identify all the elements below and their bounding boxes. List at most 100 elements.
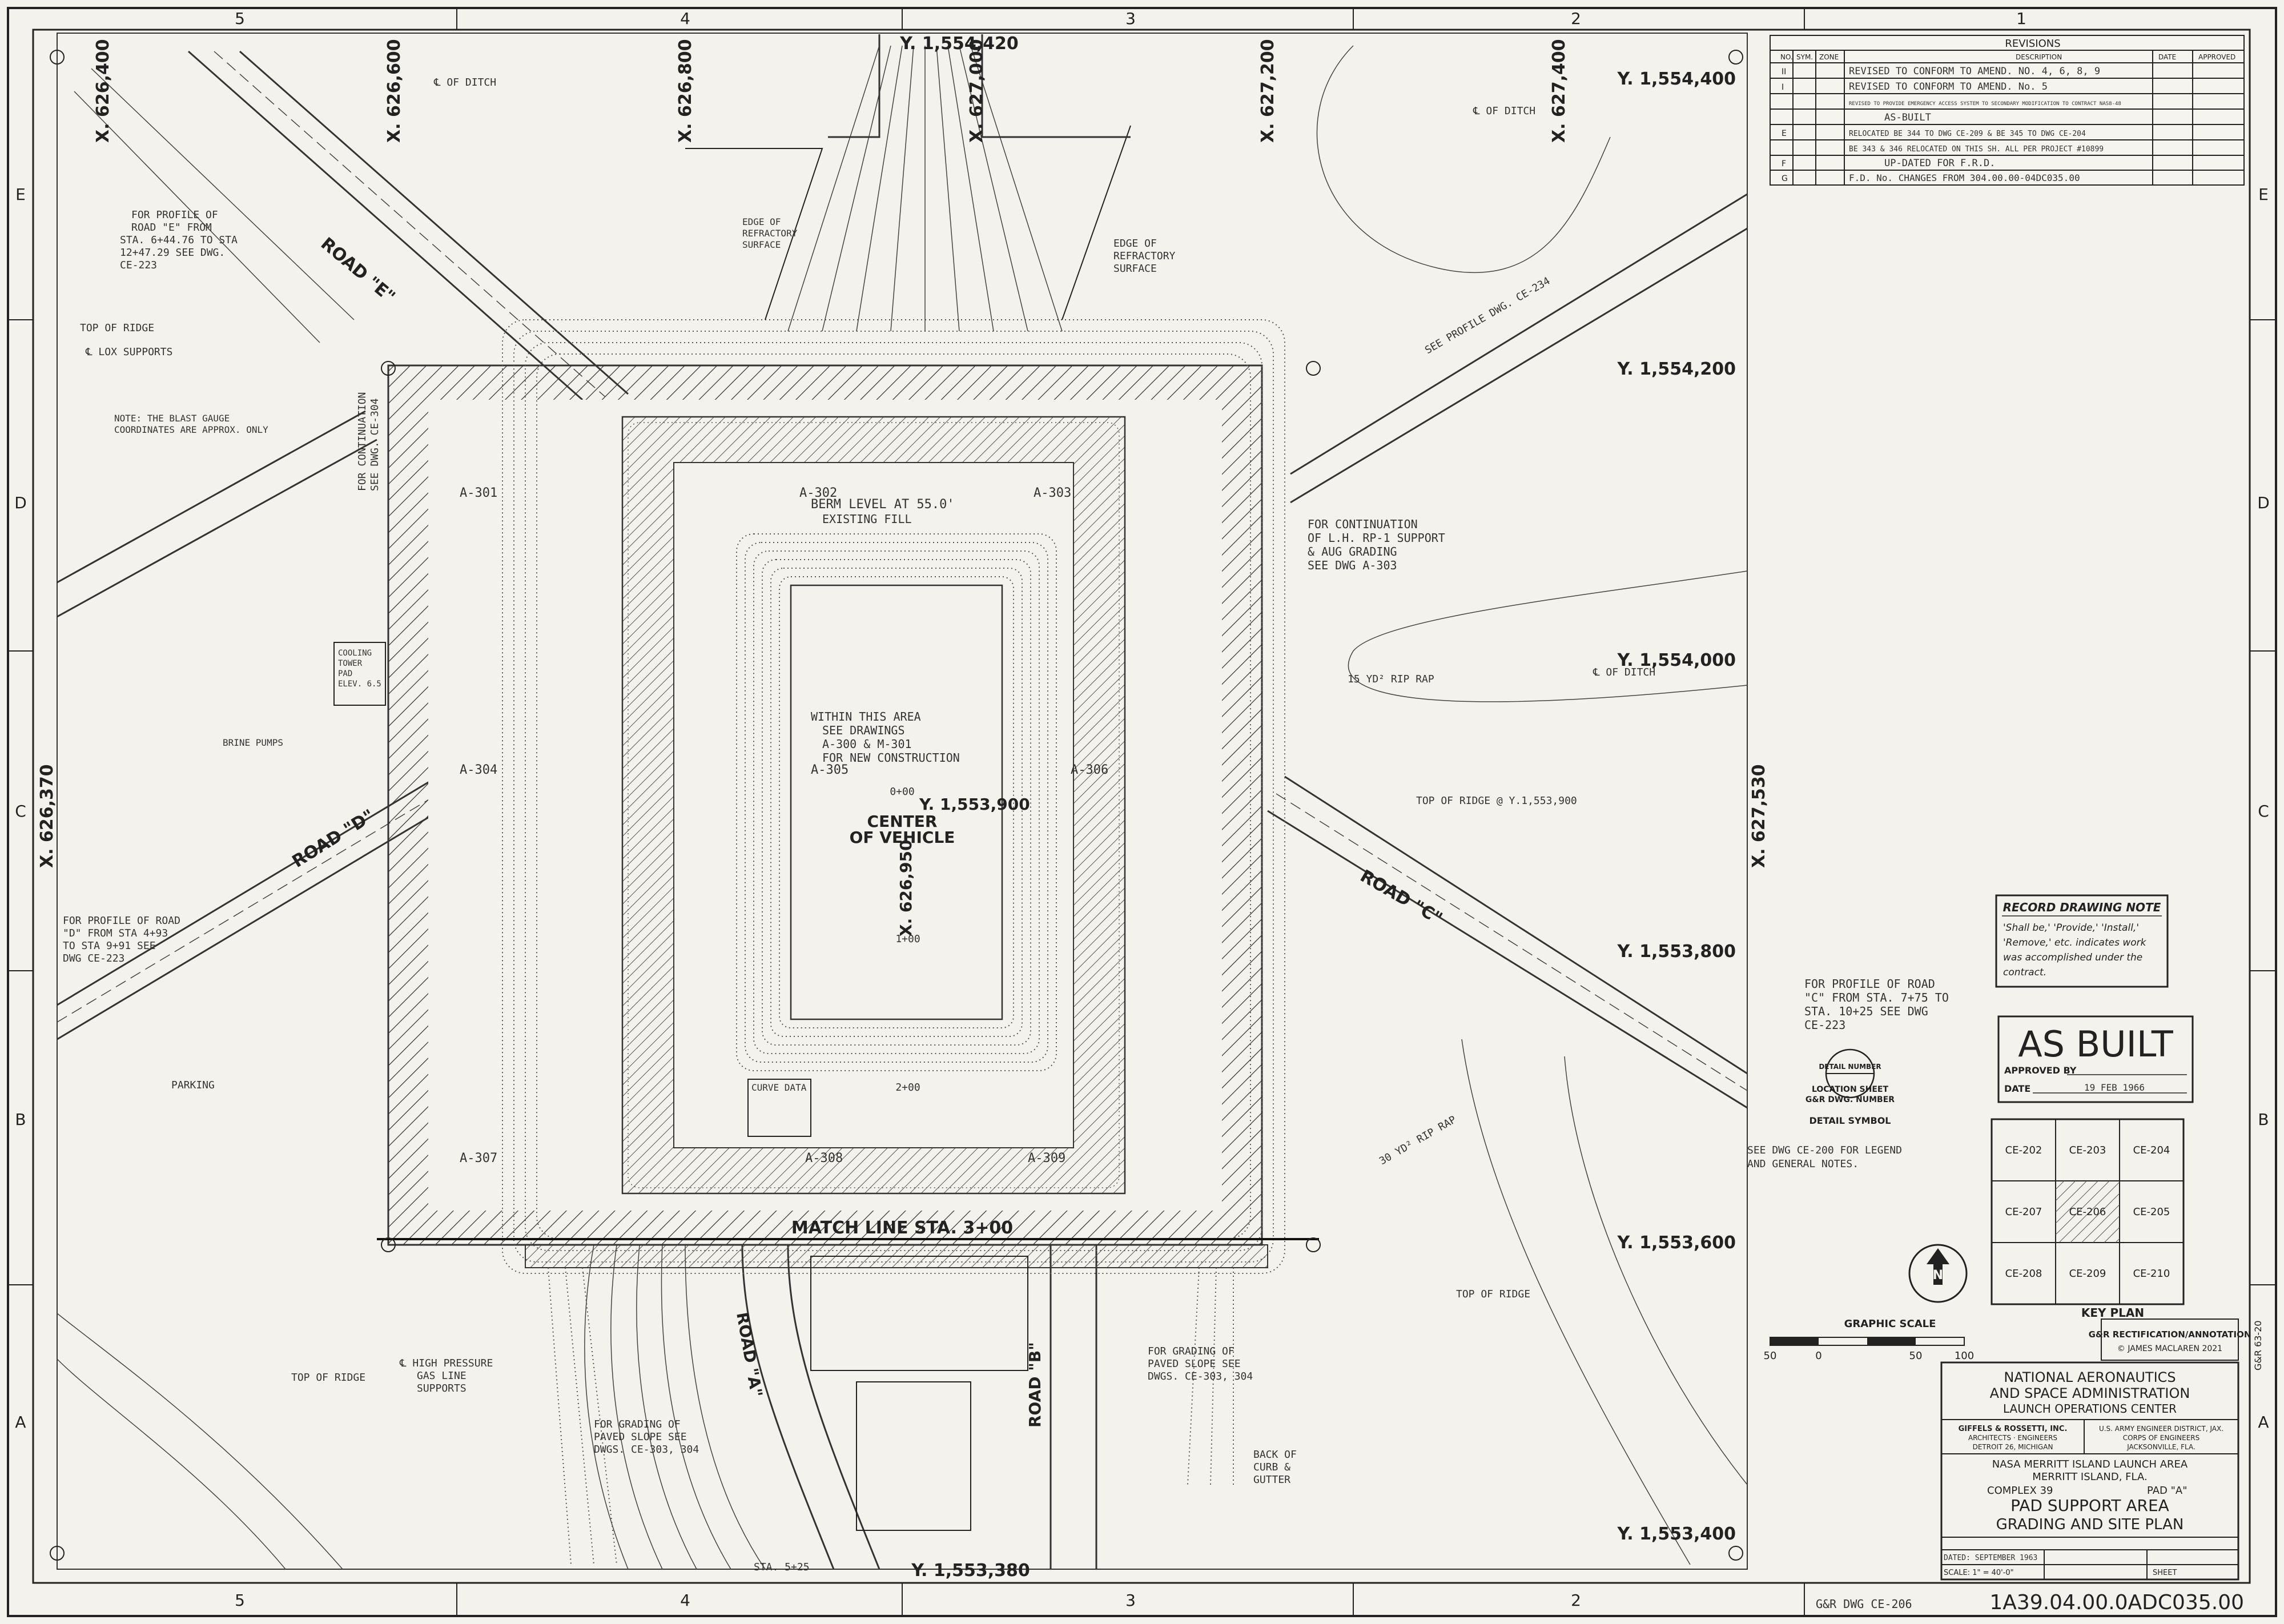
svg-text:COORDINATES ARE APPROX. ONLY: COORDINATES ARE APPROX. ONLY [114,424,268,435]
drawing-number: 1A39.04.00.0ADC035.00 [1989,1591,2244,1614]
svg-text:5: 5 [235,1591,245,1610]
svg-text:JACKSONVILLE, FLA.: JACKSONVILLE, FLA. [2126,1443,2195,1451]
svg-text:CE-210: CE-210 [2133,1268,2170,1280]
svg-text:X. 626,600: X. 626,600 [384,39,404,143]
svg-text:NASA MERRITT ISLAND LAUNCH ARE: NASA MERRITT ISLAND LAUNCH AREA [1992,1458,2188,1470]
svg-text:SYM.: SYM. [1796,53,1813,61]
svg-text:C: C [2258,802,2269,821]
svg-text:RECORD DRAWING NOTE: RECORD DRAWING NOTE [2003,901,2161,914]
svg-text:A-300 & M-301: A-300 & M-301 [822,737,912,751]
pad-labels: BERM LEVEL AT 55.0' EXISTING FILL WITHIN… [460,486,1108,1165]
svg-text:Y. 1,554,000: Y. 1,554,000 [1617,650,1736,670]
center-coord: Y. 1,553,900 [919,795,1030,814]
svg-text:ZONE: ZONE [1819,53,1839,61]
svg-text:B: B [15,1110,26,1129]
svg-text:CURVE DATA: CURVE DATA [751,1082,807,1093]
sheet-ref-a302: A-302 [799,486,837,500]
svg-text:X. 626,400: X. 626,400 [93,39,113,143]
svg-text:AND SPACE ADMINISTRATION: AND SPACE ADMINISTRATION [1990,1385,2190,1401]
svg-text:REFRACTORY: REFRACTORY [742,228,798,239]
svg-text:II: II [1782,67,1786,77]
svg-text:50: 50 [1909,1350,1923,1362]
road-d-label: ROAD "D" [289,806,378,872]
svg-text:REVISED TO CONFORM TO AMEND. N: REVISED TO CONFORM TO AMEND. No. 5 [1849,81,2048,93]
svg-text:B: B [2258,1110,2269,1129]
sheet-ref-a307: A-307 [460,1151,497,1165]
svg-text:D: D [2257,493,2270,512]
svg-text:℄ OF DITCH: ℄ OF DITCH [1593,666,1655,678]
col-label-5: 5 [235,9,245,28]
col-label-1: 1 [2016,9,2026,28]
svg-text:4: 4 [680,1591,690,1610]
svg-text:19 FEB 1966: 19 FEB 1966 [2084,1082,2145,1093]
svg-text:DATED: SEPTEMBER 1963: DATED: SEPTEMBER 1963 [1944,1554,2037,1562]
svg-text:AS-BUILT: AS-BUILT [1884,112,1931,123]
svg-text:OF VEHICLE: OF VEHICLE [850,828,955,847]
svg-text:DWGS. CE-303, 304: DWGS. CE-303, 304 [1148,1370,1253,1382]
svg-text:TOWER: TOWER [338,659,363,668]
road-b-label: ROAD "B" [1026,1342,1044,1428]
svg-text:1+00: 1+00 [895,933,920,945]
svg-text:E: E [15,185,26,204]
svg-text:CE-203: CE-203 [2069,1144,2106,1156]
svg-text:UP-DATED FOR F.R.D.: UP-DATED FOR F.R.D. [1884,158,1995,169]
svg-text:F.D. No. CHANGES FROM 304.00.0: F.D. No. CHANGES FROM 304.00.00-04DC035.… [1849,172,2080,183]
key-plan: CE-202 CE-203 CE-204 CE-207 CE-206 CE-20… [1991,1118,2185,1320]
drawing-area [57,33,1748,1570]
pad-central-contours [736,533,1057,1071]
revisions-title: REVISIONS [2005,38,2060,50]
coordinate-labels: Y. 1,554,420 Y. 1,553,380 X. 626,400 X. … [37,34,1769,1581]
svg-text:FOR PROFILE OF ROAD: FOR PROFILE OF ROAD [63,915,180,927]
svg-text:EDGE OF: EDGE OF [1113,238,1157,250]
svg-text:0: 0 [1815,1350,1821,1362]
svg-text:Y. 1,553,800: Y. 1,553,800 [1617,942,1736,962]
svg-text:REVISED TO PROVIDE EMERGENCY A: REVISED TO PROVIDE EMERGENCY ACCESS SYST… [1849,101,2121,107]
title-block: G&R RECTIFICATION/ANNOTATION © JAMES MAC… [1940,1319,2263,1581]
svg-text:G&R RECTIFICATION/ANNOTATION: G&R RECTIFICATION/ANNOTATION [2089,1329,2251,1340]
svg-text:ROAD "E" FROM: ROAD "E" FROM [131,222,212,234]
bottom-sta: STA. 5+25 [754,1561,810,1573]
svg-text:15 YD² RIP RAP: 15 YD² RIP RAP [1348,673,1434,685]
svg-text:contract.: contract. [2003,967,2046,978]
svg-text:SURFACE: SURFACE [1113,263,1157,275]
svg-text:FOR PROFILE OF: FOR PROFILE OF [131,209,218,221]
svg-text:PAD "A": PAD "A" [2147,1485,2187,1497]
svg-text:SURFACE: SURFACE [742,239,781,250]
svg-text:2: 2 [1571,1591,1581,1610]
revisions-table: REVISIONS NO. SYM. ZONE DESCRIPTION DATE… [1770,35,2245,186]
svg-text:F: F [1782,159,1786,168]
svg-text:DETAIL SYMBOL: DETAIL SYMBOL [1809,1115,1891,1126]
south-contours [584,1244,766,1570]
svg-text:KEY PLAN: KEY PLAN [2081,1306,2144,1320]
svg-text:TOP OF RIDGE: TOP OF RIDGE [80,322,154,334]
svg-text:Y. 1,553,600: Y. 1,553,600 [1617,1233,1736,1253]
svg-text:Y. 1,553,400: Y. 1,553,400 [1617,1524,1736,1544]
road-a-label: ROAD "A" [733,1311,766,1398]
svg-text:STA. 10+25 SEE DWG: STA. 10+25 SEE DWG [1804,1004,1928,1018]
svg-text:GAS LINE: GAS LINE [417,1370,467,1382]
svg-text:CORPS OF ENGINEERS: CORPS OF ENGINEERS [2123,1434,2199,1442]
center-label: CENTER [867,812,938,831]
svg-text:AS BUILT: AS BUILT [2018,1023,2174,1065]
svg-text:TO STA 9+91 SEE: TO STA 9+91 SEE [63,940,156,952]
svg-text:℄ LOX SUPPORTS: ℄ LOX SUPPORTS [85,346,172,358]
svg-text:Y. 1,554,400: Y. 1,554,400 [1617,69,1736,89]
gr-dwg-number: G&R DWG CE-206 [1816,1597,1912,1611]
svg-text:© JAMES MACLAREN 2021: © JAMES MACLAREN 2021 [2117,1344,2222,1353]
coord-top-center: Y. 1,554,420 [899,34,1019,54]
svg-text:G&R DWG. NUMBER: G&R DWG. NUMBER [1806,1095,1895,1104]
side-tag: G&R 63-20 [2253,1320,2263,1370]
svg-text:CURB &: CURB & [1253,1461,1290,1473]
svg-text:FOR GRADING OF: FOR GRADING OF [594,1418,681,1430]
svg-text:GUTTER: GUTTER [1253,1474,1290,1486]
svg-text:DWG CE-223: DWG CE-223 [63,952,124,964]
svg-text:ELEV. 6.5: ELEV. 6.5 [338,680,381,689]
svg-text:A: A [15,1413,26,1432]
svg-text:GIFFELS & ROSSETTI, INC.: GIFFELS & ROSSETTI, INC. [1959,1425,2068,1433]
svg-text:E: E [1782,129,1787,138]
svg-text:N: N [1933,1268,1943,1283]
svg-text:℄ OF DITCH: ℄ OF DITCH [1473,105,1535,117]
svg-text:ARCHITECTS · ENGINEERS: ARCHITECTS · ENGINEERS [1968,1434,2057,1442]
row-markers-left: E D C B A [8,185,33,1432]
